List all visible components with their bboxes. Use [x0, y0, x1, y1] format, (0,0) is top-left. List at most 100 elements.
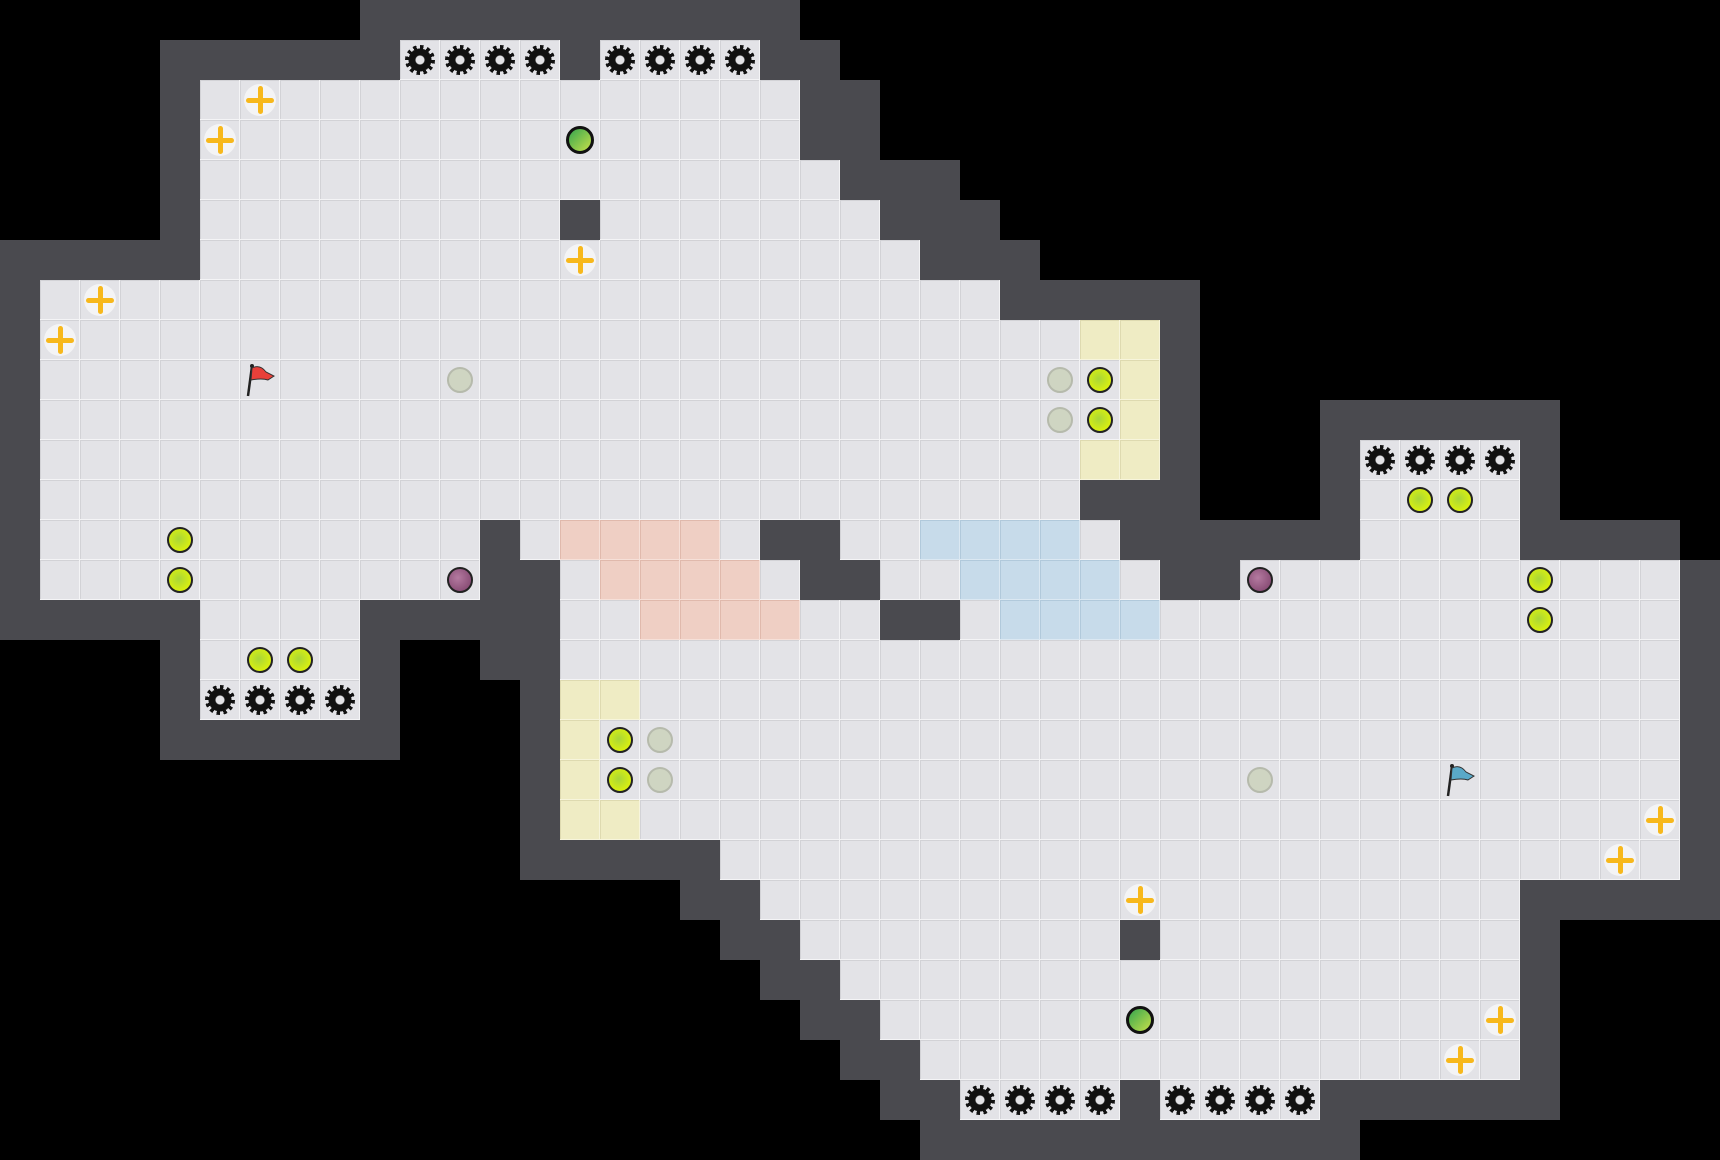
floor-tile [440, 120, 480, 160]
floor-tile [1040, 1000, 1080, 1040]
floor-tile [920, 840, 960, 880]
floor-tile [1480, 800, 1520, 840]
floor-tile [800, 440, 840, 480]
wall-tile [160, 640, 200, 680]
wall-tile [720, 880, 760, 920]
wall-tile [400, 0, 440, 40]
floor-tile [1440, 880, 1480, 920]
floor-tile [1120, 680, 1160, 720]
floor-tile [1160, 640, 1200, 680]
floor-tile [720, 440, 760, 480]
floor-tile [480, 160, 520, 200]
floor-tile [400, 400, 440, 440]
wall-tile [80, 240, 120, 280]
powerup-icon [1520, 600, 1560, 640]
floor-tile [1360, 520, 1400, 560]
wall-tile [840, 1040, 880, 1080]
wall-tile [840, 120, 880, 160]
floor-tile [1600, 560, 1640, 600]
floor-tile [40, 440, 80, 480]
floor-tile [1120, 640, 1160, 680]
floor-tile [1200, 720, 1240, 760]
floor-tile [680, 80, 720, 120]
floor-tile [40, 400, 80, 440]
floor-tile [720, 720, 760, 760]
floor-tile [400, 120, 440, 160]
floor-tile [880, 360, 920, 400]
red-zone-tile [680, 560, 720, 600]
floor-tile [600, 400, 640, 440]
floor-tile [1600, 760, 1640, 800]
floor-tile [920, 640, 960, 680]
floor-tile [320, 320, 360, 360]
boost-icon-glyph [244, 84, 276, 116]
spike-icon-glyph [1165, 1085, 1195, 1115]
floor-tile [560, 600, 600, 640]
wall-tile [800, 40, 840, 80]
wall-tile [520, 600, 560, 640]
floor-tile [800, 480, 840, 520]
spike-icon-glyph [1365, 445, 1395, 475]
floor-tile [240, 440, 280, 480]
floor-tile [280, 600, 320, 640]
spike-icon [200, 680, 240, 720]
floor-tile [280, 200, 320, 240]
floor-tile [960, 840, 1000, 880]
floor-tile [680, 640, 720, 680]
wall-tile [1360, 1080, 1400, 1120]
red-flag-icon[interactable] [240, 360, 280, 400]
floor-tile [1320, 800, 1360, 840]
floor-tile [680, 240, 720, 280]
floor-tile [960, 960, 1000, 1000]
floor-tile [920, 760, 960, 800]
floor-tile [240, 560, 280, 600]
floor-tile [1480, 920, 1520, 960]
floor-tile [1200, 680, 1240, 720]
wall-tile [760, 920, 800, 960]
red-zone-tile [600, 560, 640, 600]
wall-tile [520, 720, 560, 760]
wall-tile [960, 1120, 1000, 1160]
wall-tile [1680, 720, 1720, 760]
wall-tile [120, 240, 160, 280]
wall-tile [1680, 800, 1720, 840]
floor-tile [760, 880, 800, 920]
floor-tile [520, 160, 560, 200]
floor-tile [720, 640, 760, 680]
gate-icon-glyph [566, 126, 594, 154]
floor-tile [1000, 640, 1040, 680]
wall-tile [1520, 1040, 1560, 1080]
floor-tile [1120, 1040, 1160, 1080]
floor-tile [960, 600, 1000, 640]
floor-tile [1080, 800, 1120, 840]
floor-tile [1360, 720, 1400, 760]
floor-tile [1040, 800, 1080, 840]
floor-tile [680, 760, 720, 800]
floor-tile [80, 480, 120, 520]
floor-tile [480, 280, 520, 320]
floor-tile [520, 120, 560, 160]
floor-tile [1000, 680, 1040, 720]
floor-tile [480, 320, 520, 360]
spike-icon [1040, 1080, 1080, 1120]
floor-tile [320, 120, 360, 160]
wall-tile [560, 840, 600, 880]
floor-tile [1360, 920, 1400, 960]
wall-tile [1440, 400, 1480, 440]
floor-tile [1520, 720, 1560, 760]
wall-tile [1560, 520, 1600, 560]
wall-tile [1680, 680, 1720, 720]
wall-tile [1240, 520, 1280, 560]
wall-tile [1520, 880, 1560, 920]
floor-tile [240, 200, 280, 240]
floor-tile [400, 480, 440, 520]
floor-tile [200, 160, 240, 200]
floor-tile [320, 400, 360, 440]
floor-tile [1080, 640, 1120, 680]
floor-tile [1200, 1000, 1240, 1040]
floor-tile [800, 400, 840, 440]
floor-tile [1600, 800, 1640, 840]
blue-flag-icon[interactable] [1440, 760, 1480, 800]
wall-tile [0, 360, 40, 400]
floor-tile [840, 760, 880, 800]
